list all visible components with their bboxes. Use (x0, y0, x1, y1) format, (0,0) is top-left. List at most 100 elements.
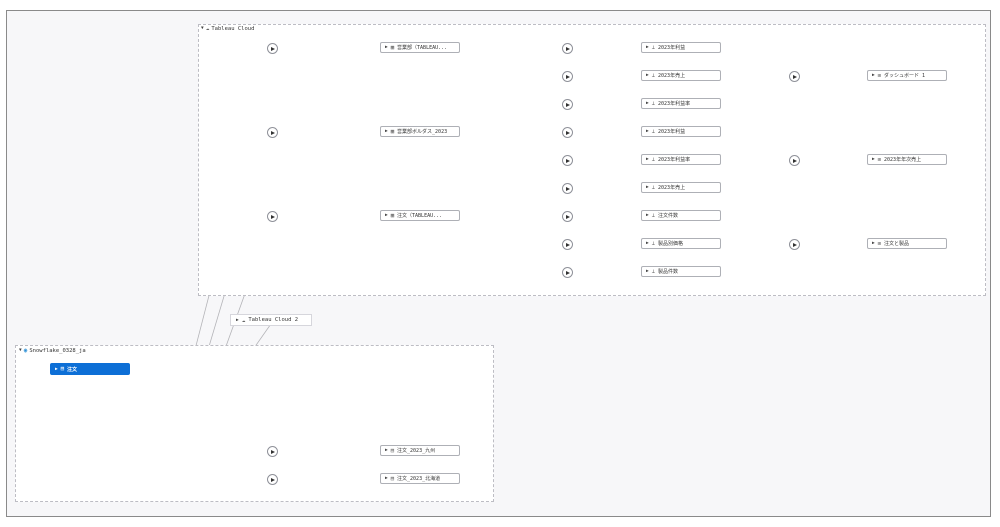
node-label: 2023年利益 (658, 45, 686, 51)
flow-step[interactable] (267, 127, 278, 138)
caret-right-icon[interactable]: ▶ (385, 213, 388, 218)
node-label: 製品件数 (658, 269, 679, 275)
flow-step[interactable] (267, 474, 278, 485)
group-tableau-cloud-header[interactable]: ▼ ☁ Tableau Cloud (201, 25, 254, 32)
datasource-icon: ▦ (390, 128, 395, 135)
play-icon (566, 46, 570, 51)
sheet-icon: ⊥ (651, 184, 656, 191)
caret-right-icon[interactable]: ▶ (646, 45, 649, 50)
play-icon (271, 130, 275, 135)
caret-right-icon[interactable]: ▶ (55, 366, 58, 372)
caret-right-icon[interactable]: ▶ (646, 101, 649, 106)
node-label: 注文と製品 (884, 241, 910, 247)
play-icon (271, 449, 275, 454)
sheet-node[interactable]: ▶ ⊥ 2023年利益率 (641, 98, 721, 109)
sheet-node[interactable]: ▶ ⊥ 2023年利益 (641, 42, 721, 53)
table-icon: ▤ (60, 366, 65, 372)
node-label: 2023年売上 (658, 185, 686, 191)
sheet-node[interactable]: ▶ ⊥ 2023年利益 (641, 126, 721, 137)
table-icon: ▤ (390, 447, 395, 454)
play-icon (793, 242, 797, 247)
node-label: 2023年利益 (658, 129, 686, 135)
caret-right-icon[interactable]: ▶ (646, 73, 649, 78)
group-snowflake-label: Snowflake_0328_ja (29, 347, 86, 354)
sheet-icon: ⊥ (651, 100, 656, 107)
datasource-node[interactable]: ▶ ▦ 営業部（TABLEAU... (380, 42, 460, 53)
caret-right-icon[interactable]: ▶ (646, 213, 649, 218)
flow-step[interactable] (562, 155, 573, 166)
caret-right-icon[interactable]: ▶ (872, 241, 875, 246)
datasource-node[interactable]: ▶ ▦ 営業部ボルダス_2023 (380, 126, 460, 137)
caret-right-icon[interactable]: ▶ (872, 73, 875, 78)
sheet-node[interactable]: ▶ ⊥ 注文件数 (641, 210, 721, 221)
sheet-icon: ⊥ (651, 44, 656, 51)
sheet-node[interactable]: ▶ ⊥ 製品別価格 (641, 238, 721, 249)
flow-step[interactable] (562, 71, 573, 82)
play-icon (566, 130, 570, 135)
group-tableau-cloud (198, 24, 986, 296)
datasource-node[interactable]: ▶ ▦ 注文（TABLEAU... (380, 210, 460, 221)
sheet-icon: ⊥ (651, 240, 656, 247)
dashboard-node[interactable]: ▶ ⊞ 注文と製品 (867, 238, 947, 249)
caret-right-icon[interactable]: ▶ (385, 476, 388, 481)
sheet-node[interactable]: ▶ ⊥ 製品件数 (641, 266, 721, 277)
play-icon (566, 102, 570, 107)
sheet-node[interactable]: ▶ ⊥ 2023年売上 (641, 182, 721, 193)
play-icon (566, 270, 570, 275)
caret-down-icon[interactable]: ▼ (19, 348, 22, 353)
caret-right-icon[interactable]: ▶ (646, 241, 649, 246)
play-icon (793, 158, 797, 163)
flow-step[interactable] (267, 211, 278, 222)
dashboard-node[interactable]: ▶ ⊞ ダッシュボード 1 (867, 70, 947, 81)
group-tableau-cloud-2[interactable]: ▶ ☁ Tableau Cloud 2 (230, 314, 312, 326)
caret-right-icon[interactable]: ▶ (385, 45, 388, 50)
node-label: 注文_2023_九州 (397, 448, 436, 454)
cloud-icon: ☁ (241, 316, 246, 324)
datasource-icon: ▦ (390, 44, 395, 51)
flow-step[interactable] (789, 71, 800, 82)
flow-step[interactable] (562, 127, 573, 138)
dashboard-icon: ⊞ (877, 72, 882, 79)
node-label: 2023年利益率 (658, 101, 691, 107)
table-node[interactable]: ▶ ▤ 注文_2023_九州 (380, 445, 460, 456)
sheet-node[interactable]: ▶ ⊥ 2023年利益率 (641, 154, 721, 165)
table-node[interactable]: ▶ ▤ 注文_2023_北海道 (380, 473, 460, 484)
flow-step[interactable] (267, 446, 278, 457)
play-icon (271, 46, 275, 51)
flow-step[interactable] (562, 43, 573, 54)
flow-step[interactable] (562, 99, 573, 110)
caret-right-icon[interactable]: ▶ (385, 448, 388, 453)
sheet-icon: ⊥ (651, 212, 656, 219)
flow-step[interactable] (562, 211, 573, 222)
node-label: 注文件数 (658, 213, 679, 219)
dashboard-node[interactable]: ▶ ⊞ 2023年年次売上 (867, 154, 947, 165)
flow-step[interactable] (267, 43, 278, 54)
node-label: 注文 (67, 366, 78, 373)
node-label: 2023年売上 (658, 73, 686, 79)
caret-right-icon[interactable]: ▶ (646, 185, 649, 190)
group-tableau-cloud-2-label: Tableau Cloud 2 (248, 317, 299, 323)
caret-right-icon[interactable]: ▶ (385, 129, 388, 134)
node-label: 営業部ボルダス_2023 (397, 129, 448, 135)
play-icon (566, 186, 570, 191)
caret-down-icon[interactable]: ▼ (201, 26, 204, 31)
flow-step[interactable] (789, 155, 800, 166)
node-label: 2023年年次売上 (884, 157, 922, 163)
flow-step[interactable] (562, 183, 573, 194)
group-snowflake-header[interactable]: ▼ ◉ Snowflake_0328_ja (19, 347, 86, 354)
flow-step[interactable] (789, 239, 800, 250)
dashboard-icon: ⊞ (877, 156, 882, 163)
source-table-node[interactable]: ▶ ▤ 注文 (50, 363, 130, 375)
caret-right-icon[interactable]: ▶ (872, 157, 875, 162)
caret-right-icon[interactable]: ▶ (646, 269, 649, 274)
database-icon: ◉ (23, 347, 28, 354)
caret-right-icon[interactable]: ▶ (646, 129, 649, 134)
caret-right-icon[interactable]: ▶ (646, 157, 649, 162)
sheet-icon: ⊥ (651, 156, 656, 163)
play-icon (271, 477, 275, 482)
flow-step[interactable] (562, 267, 573, 278)
caret-right-icon[interactable]: ▶ (236, 317, 239, 323)
cloud-icon: ☁ (205, 25, 210, 32)
sheet-node[interactable]: ▶ ⊥ 2023年売上 (641, 70, 721, 81)
flow-step[interactable] (562, 239, 573, 250)
